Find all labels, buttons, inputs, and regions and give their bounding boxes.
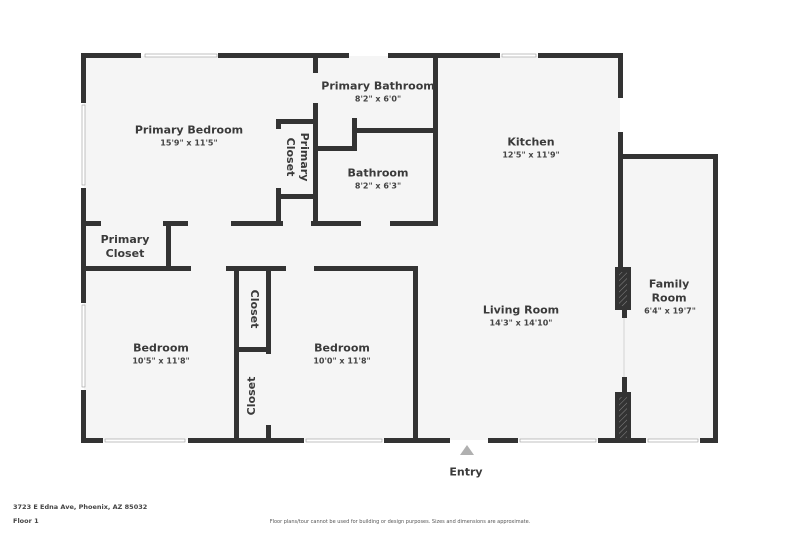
room-closet-lower: Closet [245, 377, 259, 416]
room-dims: 12'5" x 11'9" [502, 150, 560, 160]
room-name: Living Room [482, 303, 560, 317]
room-primary-closet: Primary Closet [95, 233, 155, 261]
disclaimer: Floor plans/tour cannot be used for buil… [269, 519, 531, 525]
room-dims: 14'3" x 14'10" [489, 318, 553, 328]
room-dims: 8'2" x 6'3" [354, 181, 402, 191]
room-name: Primary Bedroom [134, 123, 244, 137]
room-dims: 15'9" x 11'5" [160, 138, 218, 148]
room-name: Closet [245, 376, 258, 416]
room-name: Closet [248, 289, 261, 329]
room-closet-upper: Closet [247, 290, 261, 329]
windows [81, 53, 699, 443]
floor-label: Floor 1 [13, 517, 39, 525]
column-hatch [619, 397, 627, 438]
room-dims: 10'0" x 11'8" [313, 356, 371, 366]
room-name: Bedroom [133, 341, 189, 355]
room-name: Family Room [648, 277, 690, 305]
room-name: Bathroom [347, 166, 409, 180]
room-name: Bedroom [314, 341, 370, 355]
room-primary-closet-vertical: Primary Closet [283, 132, 311, 182]
room-dims: 8'2" x 6'0" [354, 94, 402, 104]
room-dims: 6'4" x 19'7" [644, 306, 696, 316]
address: 3723 E Edna Ave, Phoenix, AZ 85032 [13, 503, 148, 511]
entry-arrow-icon [460, 445, 474, 455]
entry-label: Entry [449, 465, 483, 479]
room-dims: 10'5" x 11'8" [132, 356, 190, 366]
room-name: Primary Closet [284, 132, 311, 182]
column-hatch [619, 272, 627, 306]
room-name: Primary Closet [100, 233, 150, 260]
room-name: Kitchen [507, 135, 555, 149]
room-name: Primary Bathroom [321, 79, 435, 93]
